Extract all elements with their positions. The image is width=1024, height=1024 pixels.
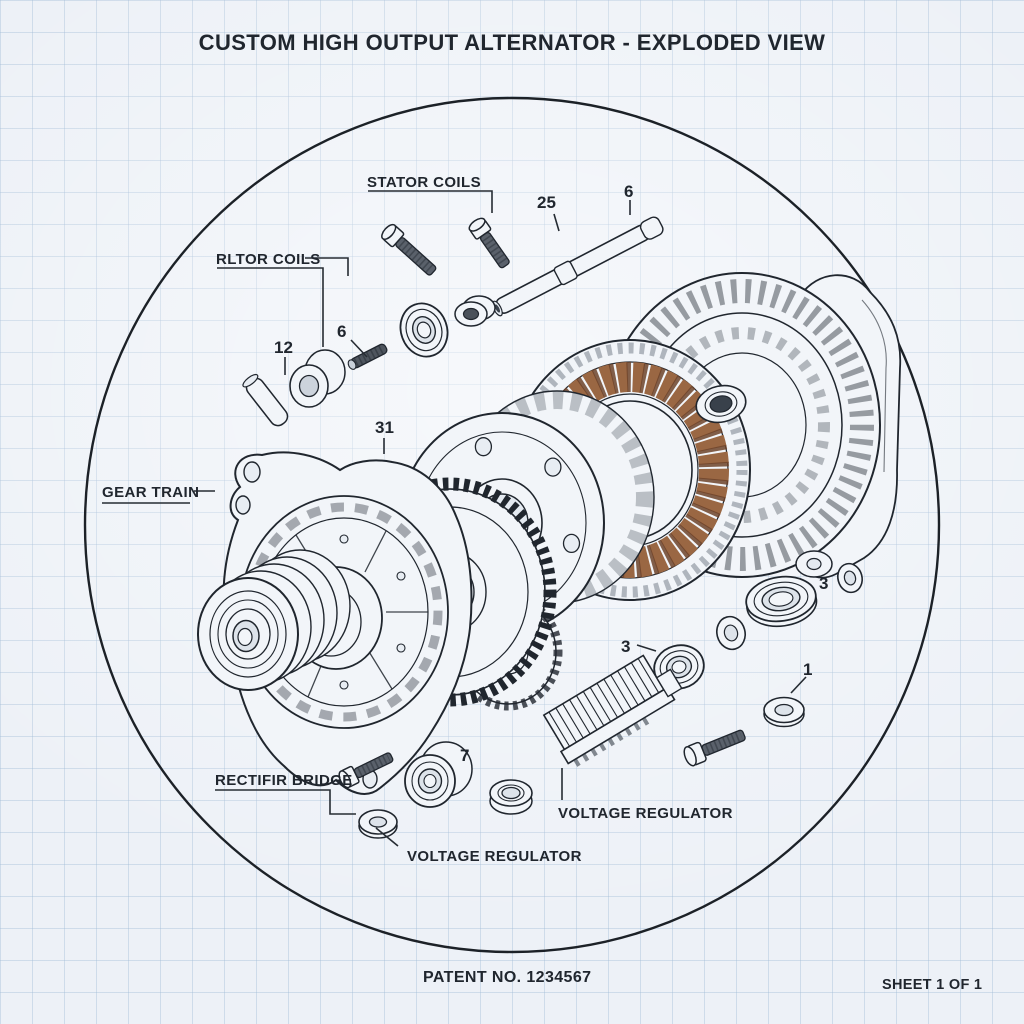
pulley: [197, 549, 351, 691]
part-number-7: 7: [460, 746, 469, 765]
leader-rotor-coils: [217, 267, 324, 347]
leader-rectifier-bridge: [215, 789, 356, 815]
leader-3-left: [636, 644, 657, 652]
callout-stator-coils: STATOR COILS: [367, 174, 481, 191]
washer: [489, 779, 533, 815]
boundary-circle: [83, 96, 941, 954]
leader-25: [553, 213, 560, 232]
callout-voltage-regulator-main: VOLTAGE REGULATOR: [558, 805, 733, 822]
rotor-shaft: [491, 216, 664, 317]
callout-rectifier-bridge: RECTIFIR BRIDGE: [215, 772, 353, 789]
screw: [468, 217, 510, 269]
callout-gear-train: GEAR TRAIN: [102, 484, 199, 501]
pin: [242, 373, 289, 427]
leader-1: [790, 676, 807, 694]
washer: [763, 696, 805, 728]
leader-6-mid: [350, 339, 368, 358]
leader-voltage-regulator-bottom: [375, 827, 399, 847]
screw: [381, 223, 437, 276]
bolt: [683, 729, 746, 767]
part-number-31: 31: [375, 418, 394, 437]
callout-rotor-coils: RLTOR COILS: [216, 251, 321, 268]
part-number-1: 1: [803, 660, 812, 679]
bolt: [338, 752, 394, 789]
callout-voltage-regulator-bottom: VOLTAGE REGULATOR: [407, 848, 582, 865]
spacer-ring: [454, 295, 496, 327]
small-ring: [716, 615, 746, 651]
sheet-number: SHEET 1 OF 1: [882, 977, 983, 993]
threaded-stud: [347, 343, 388, 370]
seal-ring: [745, 575, 818, 628]
leader-stator-coils: [368, 190, 493, 213]
ball-bearing: [399, 302, 449, 358]
patent-number: PATENT NO. 1234567: [423, 969, 592, 986]
part-number-6-top: 6: [624, 182, 633, 201]
part-number-12: 12: [274, 338, 293, 357]
part-number-3-right: 3: [819, 574, 828, 593]
page-title: CUSTOM HIGH OUTPUT ALTERNATOR - EXPLODED…: [198, 30, 826, 55]
roller-bushing: [289, 349, 346, 408]
leader-rotor-coils-hook: [305, 257, 349, 276]
washer: [358, 809, 398, 839]
small-ring: [837, 562, 863, 594]
voltage-regulator-heatsink: [542, 654, 683, 767]
part-number-3-left: 3: [621, 637, 630, 656]
part-number-25: 25: [537, 193, 556, 212]
grommet-ring: [695, 384, 747, 424]
part-number-6-mid: 6: [337, 322, 346, 341]
roller-bearing: [404, 741, 473, 808]
leader-lines: [102, 190, 807, 847]
